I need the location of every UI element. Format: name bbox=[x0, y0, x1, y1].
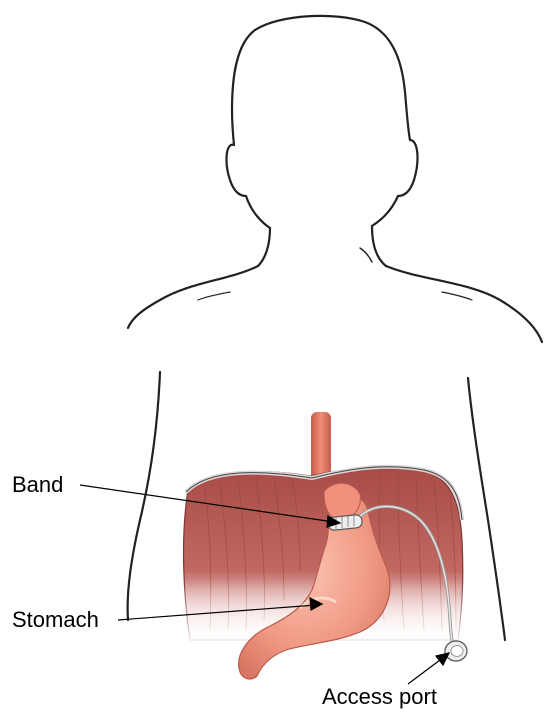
access-port bbox=[445, 641, 467, 661]
label-band: Band bbox=[12, 474, 63, 496]
label-stomach: Stomach bbox=[12, 609, 99, 631]
label-access-port: Access port bbox=[322, 686, 437, 708]
